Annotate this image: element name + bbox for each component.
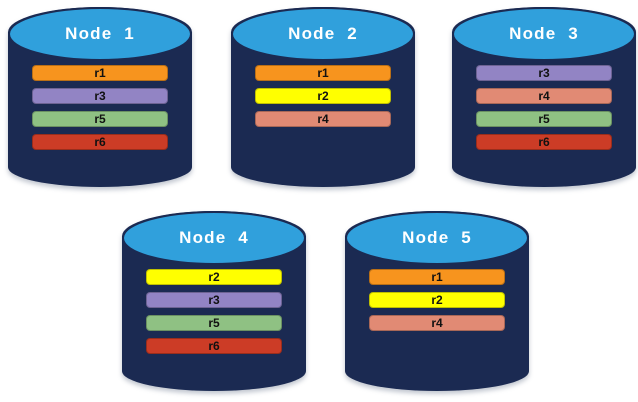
replica-bar[interactable]: r3 xyxy=(475,65,613,81)
cylinder-top-disc xyxy=(345,211,529,265)
node-title: Node 2 xyxy=(288,24,358,43)
node-title: Node 3 xyxy=(509,24,579,43)
replica-list: r3 r4 r5 r6 xyxy=(452,65,636,150)
replica-bar[interactable]: r3 xyxy=(145,292,283,308)
replica-bar[interactable]: r5 xyxy=(145,315,283,331)
database-node-2[interactable]: Node 2 r1 r2 r4 xyxy=(231,7,415,187)
cylinder-top-disc xyxy=(8,7,192,61)
replica-bar[interactable]: r5 xyxy=(475,111,613,127)
replica-bar[interactable]: r1 xyxy=(31,65,169,81)
replica-bar[interactable]: r1 xyxy=(254,65,392,81)
replica-bar[interactable]: r4 xyxy=(475,88,613,104)
replica-bar[interactable]: r6 xyxy=(31,134,169,150)
replica-bar[interactable]: r1 xyxy=(368,269,506,285)
replica-bar[interactable]: r4 xyxy=(368,315,506,331)
replica-list: r1 r2 r4 xyxy=(345,269,529,331)
replica-bar[interactable]: r6 xyxy=(145,338,283,354)
cylinder-top-disc xyxy=(452,7,636,61)
cylinder-top-disc xyxy=(122,211,306,265)
replica-list: r2 r3 r5 r6 xyxy=(122,269,306,354)
database-node-1[interactable]: Node 1 r1 r3 r5 r6 xyxy=(8,7,192,187)
cylinder-top-disc xyxy=(231,7,415,61)
database-node-5[interactable]: Node 5 r1 r2 r4 xyxy=(345,211,529,391)
replica-list: r1 r3 r5 r6 xyxy=(8,65,192,150)
replica-bar[interactable]: r3 xyxy=(31,88,169,104)
node-title: Node 1 xyxy=(65,24,135,43)
replica-bar[interactable]: r2 xyxy=(254,88,392,104)
replica-bar[interactable]: r2 xyxy=(145,269,283,285)
database-node-4[interactable]: Node 4 r2 r3 r5 r6 xyxy=(122,211,306,391)
replica-list: r1 r2 r4 xyxy=(231,65,415,127)
replica-bar[interactable]: r6 xyxy=(475,134,613,150)
node-title: Node 4 xyxy=(179,228,249,247)
replica-bar[interactable]: r4 xyxy=(254,111,392,127)
replica-bar[interactable]: r5 xyxy=(31,111,169,127)
node-title: Node 5 xyxy=(402,228,472,247)
replica-bar[interactable]: r2 xyxy=(368,292,506,308)
database-node-3[interactable]: Node 3 r3 r4 r5 r6 xyxy=(452,7,636,187)
